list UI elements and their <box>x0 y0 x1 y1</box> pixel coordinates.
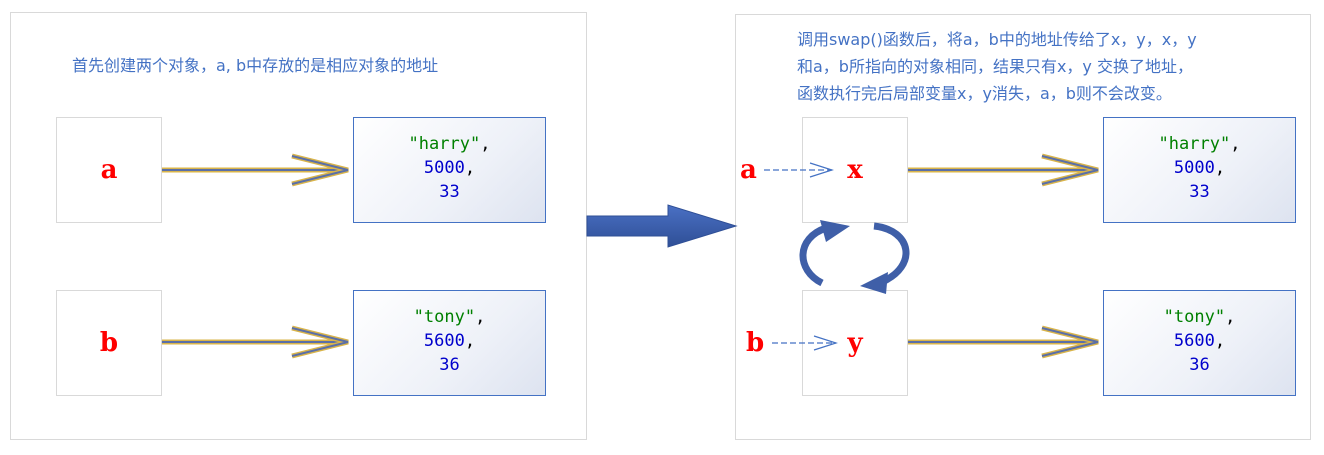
var-box-b: b <box>56 290 162 396</box>
reference-arrow-b <box>162 325 349 359</box>
object-salary: 5000 <box>1173 158 1215 178</box>
right-caption-line-1: 调用swap()函数后，将a，b中的地址传给了x，y，x，y <box>797 30 1197 49</box>
object-age: 33 <box>439 182 460 202</box>
separator: , <box>1225 307 1236 327</box>
separator: , <box>1214 158 1226 178</box>
object-box-tony: "tony", 5600, 36 <box>353 290 546 396</box>
separator: , <box>464 331 476 351</box>
object-age: 33 <box>1189 182 1210 202</box>
local-var-label-y: y <box>847 328 863 358</box>
separator: , <box>475 307 486 327</box>
left-caption: 首先创建两个对象，a, b中存放的是相应对象的地址 <box>72 56 439 75</box>
object-age: 36 <box>1189 355 1210 375</box>
pass-arrow-a-to-x <box>764 162 834 178</box>
right-caption: 调用swap()函数后，将a，b中的地址传给了x，y，x，y 和a，b所指向的对… <box>797 26 1197 107</box>
separator: , <box>1230 134 1241 154</box>
object-box-tony-right: "tony", 5600, 36 <box>1103 290 1296 396</box>
outer-var-b: b <box>746 328 765 358</box>
pass-arrow-b-to-y <box>772 335 838 351</box>
right-caption-line-2: 和a，b所指向的对象相同，结果只有x，y 交换了地址， <box>797 57 1193 76</box>
var-label-b: b <box>99 328 119 358</box>
reference-arrow-a <box>162 153 349 187</box>
object-salary: 5000 <box>423 158 465 178</box>
object-name: "harry" <box>1158 134 1231 154</box>
object-name: "tony" <box>1163 307 1226 327</box>
outer-var-a: a <box>740 155 757 185</box>
reference-arrow-x <box>908 153 1099 187</box>
object-age: 36 <box>439 355 460 375</box>
object-name: "tony" <box>413 307 476 327</box>
object-box-harry: "harry", 5000, 33 <box>353 117 546 223</box>
separator: , <box>480 134 491 154</box>
object-salary: 5600 <box>1173 331 1215 351</box>
object-salary: 5600 <box>423 331 465 351</box>
right-caption-line-3: 函数执行完后局部变量x，y消失，a，b则不会改变。 <box>797 84 1172 103</box>
object-box-harry-right: "harry", 5000, 33 <box>1103 117 1296 223</box>
swap-icon <box>799 220 910 294</box>
transition-arrow <box>586 204 738 248</box>
var-label-a: a <box>100 155 118 185</box>
separator: , <box>464 158 476 178</box>
local-var-label-x: x <box>847 155 863 185</box>
var-box-a: a <box>56 117 162 223</box>
reference-arrow-y <box>908 325 1099 359</box>
separator: , <box>1214 331 1226 351</box>
object-name: "harry" <box>408 134 481 154</box>
